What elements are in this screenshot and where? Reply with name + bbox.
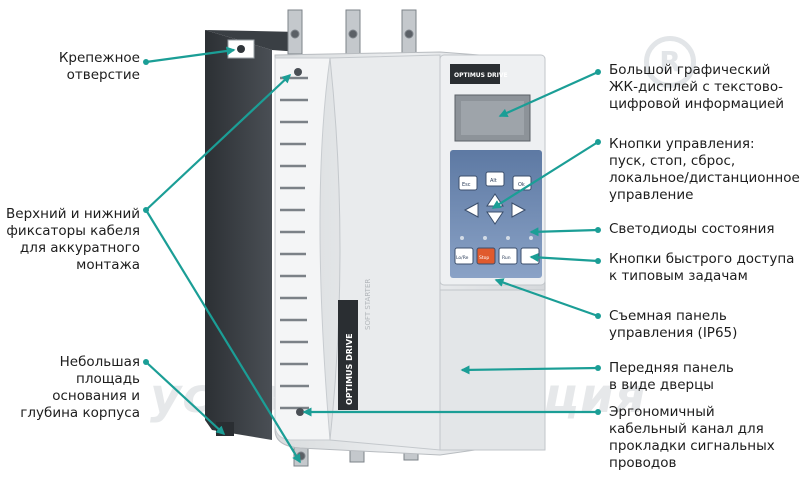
- side-text: SOFT STARTER: [364, 279, 372, 330]
- label-cable-channel: Эргономичный кабельный канал для проклад…: [609, 404, 775, 471]
- vent-slots: [280, 76, 309, 410]
- label-status-leds: Светодиоды состояния: [609, 221, 775, 237]
- status-led-row: [460, 236, 533, 240]
- brand-strip: [338, 300, 358, 410]
- lcd-inner: [461, 101, 524, 135]
- bottom-row-keys: [454, 247, 540, 265]
- label-lcd-display: Большой графический ЖК-дисплей с текстов…: [609, 62, 785, 112]
- arrow-removable-panel: [494, 278, 601, 319]
- mounting-hole: [237, 45, 245, 53]
- arrow-footprint: [143, 359, 226, 436]
- key-run: Run: [502, 255, 511, 261]
- key-esc: Esc: [462, 182, 471, 188]
- label-control-buttons: Кнопки управления: пуск, стоп, сброс, ло…: [609, 136, 800, 203]
- label-mounting-hole: Крепежное отверстие: [58, 50, 140, 83]
- brand-vertical: OPTIMUS DRIVE: [345, 333, 354, 405]
- arrow-mounting-hole: [143, 46, 236, 65]
- registered-mark: R: [644, 36, 696, 88]
- arrow-lcd: [498, 69, 601, 118]
- arrow-cable-clamp-top: [143, 73, 292, 213]
- key-lo-re: Lo/Re: [456, 255, 469, 261]
- label-removable-panel: Съемная панель управления (IP65): [609, 308, 738, 341]
- callout-arrows: [143, 46, 601, 464]
- label-small-footprint: Небольшая площадь основания и глубина ко…: [20, 354, 140, 421]
- arrow-control-buttons: [491, 139, 601, 209]
- panel-logo: [450, 64, 500, 84]
- label-quick-buttons: Кнопки быстрого доступа к типовым задача…: [609, 251, 795, 284]
- arrow-front-door: [460, 365, 601, 375]
- channel-screw-bottom: [296, 408, 304, 416]
- arrow-cable-clamp-bottom: [145, 209, 301, 464]
- panel-logo-text: OPTIMUS DRIVE: [454, 72, 508, 79]
- label-front-door: Передняя панель в виде дверцы: [609, 360, 734, 393]
- arrow-status-leds: [529, 227, 601, 237]
- channel-screw-top: [294, 68, 302, 76]
- arrow-quick-buttons: [529, 252, 601, 264]
- label-cable-clamps: Верхний и нижний фиксаторы кабеля для ак…: [6, 206, 140, 273]
- key-alt: Alt: [490, 178, 497, 184]
- key-stop: Stop: [479, 255, 489, 261]
- top-terminals: [287, 9, 417, 55]
- key-ok: Ok: [518, 182, 525, 188]
- heatsink-body: [205, 30, 272, 440]
